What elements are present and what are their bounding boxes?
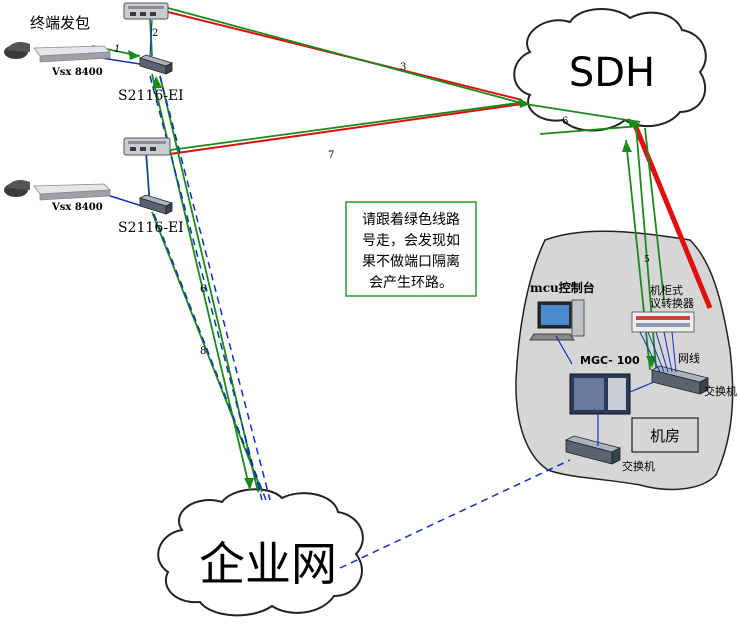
mcu-computer-icon — [529, 299, 585, 341]
mgc-label: MGC- 100 — [580, 354, 640, 367]
arrow-head — [152, 76, 162, 88]
switch-s2116-top — [138, 54, 174, 75]
switch-label-bottom: S2116-EI — [118, 220, 184, 236]
mgc-100-device — [569, 373, 631, 415]
note-line-3: 果不做端口隔离 — [362, 253, 460, 270]
rack-label-1: 机柜式 — [650, 283, 683, 297]
arrow-head — [244, 478, 254, 490]
room-switch-2 — [564, 435, 622, 465]
room-link — [639, 331, 661, 373]
switch-s2116-bottom — [138, 194, 174, 215]
terminal-model-top: Vsx 8400 — [51, 67, 103, 78]
link-number-1: 1 — [114, 44, 120, 55]
switch-label-top: S2116-EI — [118, 88, 184, 104]
arrow-head — [128, 50, 140, 60]
room-link — [655, 331, 669, 373]
green-link-3b — [524, 103, 641, 123]
mcu-console-label: mcu控制台 — [530, 280, 595, 295]
enterprise-label: 企业网 — [199, 537, 337, 591]
terminal-vsx-top — [4, 42, 111, 63]
link-number-5: 5 — [644, 255, 650, 265]
green-link-down-c — [644, 127, 665, 301]
protocol-converter-rack — [631, 311, 695, 333]
link-number-3: 3 — [400, 62, 406, 73]
red-link-mid — [169, 103, 523, 155]
room-switch-1-label: 交换机 — [704, 384, 737, 398]
green-link-left-b — [159, 75, 259, 493]
sdh-cloud: SDH — [513, 8, 707, 132]
terminal-model-bottom: Vsx 8400 — [51, 202, 103, 213]
router-top — [123, 2, 169, 20]
green-link-7 — [169, 101, 526, 151]
note-line-2: 号走，会发现如 — [362, 233, 460, 249]
router-middle — [123, 137, 171, 156]
arrow-head — [622, 140, 632, 152]
note-box: 请跟着绿色线路 号走，会发现如 果不做端口隔离 会产生环路。 — [345, 201, 477, 297]
link-number-6b: 6 — [200, 284, 206, 295]
room-link — [671, 331, 677, 373]
sdh-label: SDH — [569, 50, 655, 96]
green-link-left-c — [151, 211, 263, 493]
arrow-head — [518, 98, 530, 108]
room-switch-2-label: 交换机 — [622, 459, 655, 473]
blue-link-dash-room — [339, 459, 571, 569]
link-number-7: 7 — [328, 150, 334, 161]
room-switch-1 — [650, 365, 710, 395]
blue-link-dash-b — [159, 75, 271, 501]
green-link-6 — [539, 125, 641, 135]
terminal-vsx-bottom — [4, 180, 111, 201]
note-line-4: 会产生环路。 — [369, 275, 453, 291]
note-line-1: 请跟着绿色线路 — [362, 211, 460, 228]
cable-label: 网线 — [678, 351, 700, 365]
green-link-3 — [167, 7, 526, 105]
terminal-send-label: 终端发包 — [30, 14, 90, 32]
link-number-8: 8 — [200, 346, 206, 357]
link-number-6: 6 — [562, 116, 568, 127]
rack-label-2: 议转换器 — [650, 296, 694, 310]
room-link — [555, 335, 573, 365]
blue-link-short1 — [149, 19, 153, 57]
arrow-head — [628, 118, 640, 128]
room-link — [647, 331, 665, 373]
enterprise-cloud: 企业网 — [157, 488, 364, 617]
room-box: 机房 — [631, 417, 699, 453]
blue-link-dash-c — [153, 213, 267, 501]
room-link — [629, 381, 655, 393]
room-label: 机房 — [650, 427, 680, 445]
room-link — [663, 331, 673, 373]
link-number-2: 2 — [152, 28, 158, 39]
